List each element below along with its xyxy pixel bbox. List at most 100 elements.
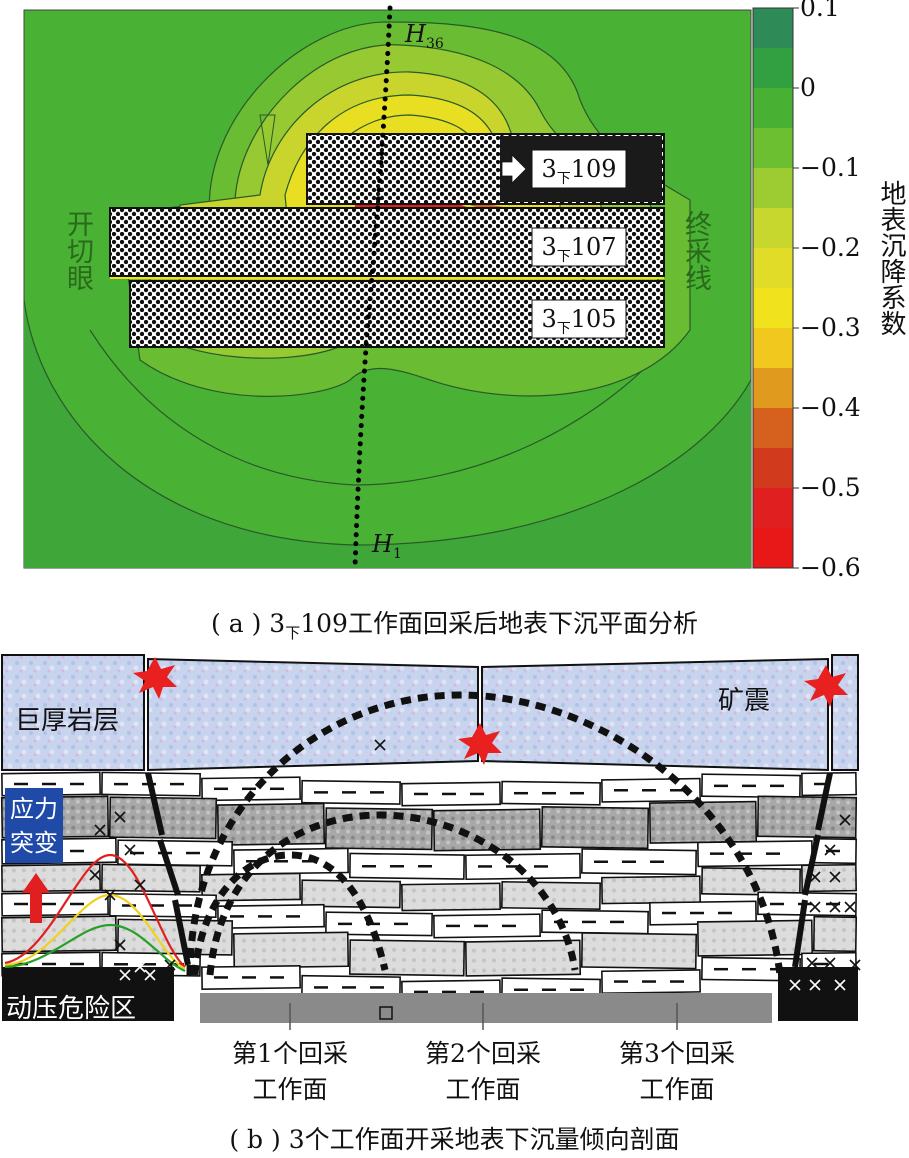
- rock-block: [701, 867, 801, 897]
- x-marker: [844, 901, 856, 913]
- face-label-109: 3下109: [541, 155, 617, 187]
- colorbar-tick-label: 0.1: [800, 0, 840, 22]
- face-label-box-105: [531, 299, 627, 339]
- colorbar-segment: [753, 128, 793, 169]
- x-marker: [119, 969, 131, 981]
- subsidence-contour-map: [23, 5, 799, 571]
- colorbar: [752, 7, 799, 569]
- colorbar-segment: [753, 168, 793, 209]
- thick-rock-left: [1, 654, 145, 771]
- face-label-3: 第3个回采工作面: [619, 1039, 735, 1104]
- fracture-arch-middle: [206, 811, 579, 976]
- stress-label: 应力 突变: [10, 795, 58, 857]
- rock-block: [540, 806, 650, 850]
- face-label-box-109: [531, 149, 627, 189]
- colorbar-segment: [753, 208, 793, 249]
- thick-rock-middle-right: [481, 657, 829, 772]
- quake-burst-icon: [458, 723, 502, 765]
- rock-block: [812, 915, 858, 953]
- danger-zone-left: [2, 967, 174, 1021]
- stress-up-arrow-icon: [22, 873, 50, 923]
- colorbar-segment: [753, 528, 793, 569]
- x-marker: [806, 957, 818, 969]
- fracture-edge: [792, 899, 808, 968]
- x-marker: [809, 979, 821, 991]
- face-label-box-107: [531, 227, 627, 267]
- colorbar-segment: [753, 8, 793, 49]
- rock-block: [696, 919, 814, 957]
- x-marker: [144, 969, 156, 981]
- rock-block: [101, 863, 201, 893]
- x-marker: [829, 871, 841, 883]
- colorbar-frame: [752, 7, 794, 569]
- colorbar-segment: [753, 288, 793, 329]
- point-h1-label: H1: [372, 530, 402, 562]
- danger-zone-label: 动压危险区: [6, 994, 137, 1024]
- x-marker: [839, 814, 851, 826]
- caption-b: ( b ) 3个工作面开采地表下沉量倾向剖面: [229, 1125, 680, 1154]
- colorbar-segment: [753, 48, 793, 89]
- rock-block: [581, 848, 697, 876]
- rock-block: [348, 939, 466, 977]
- advance-arrow-icon: [501, 154, 527, 184]
- colorbar-tick-label: −0.5: [800, 473, 861, 502]
- fracture-edge: [157, 839, 181, 896]
- danger-zone-right: [778, 967, 858, 1021]
- x-marker: [809, 901, 821, 913]
- face-label-2: 第2个回采工作面: [425, 1039, 541, 1104]
- rock-block: [1, 863, 101, 893]
- coal-face-marker: [379, 1006, 393, 1020]
- fracture-edge: [802, 834, 821, 896]
- fracture-edge: [815, 772, 833, 831]
- survey-line: [352, 5, 393, 571]
- quake-label: 矿震: [718, 686, 771, 716]
- rock-block: [801, 863, 857, 893]
- goaf-area: [200, 993, 772, 1023]
- x-marker: [89, 869, 101, 881]
- fracture-edge: [172, 899, 191, 966]
- colorbar-segment: [753, 88, 793, 129]
- cross-section-diagram: [0, 654, 861, 1030]
- face-label-107: 3下107: [541, 233, 617, 265]
- stress-label-box: [5, 788, 63, 863]
- colorbar-segment: [753, 368, 793, 409]
- x-marker: [134, 879, 146, 891]
- x-marker: [94, 824, 106, 836]
- colorbar-tick-label: −0.4: [800, 393, 861, 422]
- colorbar-tick-label: −0.6: [800, 553, 861, 582]
- x-marker: [374, 739, 386, 751]
- rock-block: [349, 852, 465, 880]
- colorbar-segment: [753, 408, 793, 449]
- x-marker: [789, 979, 801, 991]
- fracture-arch-outer: [186, 691, 784, 976]
- thick-rock-label: 巨厚岩层: [15, 706, 120, 736]
- x-marker: [849, 959, 861, 971]
- colorbar-tick-label: −0.1: [800, 153, 861, 182]
- contour-line: [89, 329, 681, 486]
- colorbar-tick-label: −0.2: [800, 233, 861, 262]
- x-marker: [809, 871, 821, 883]
- rock-block: [465, 852, 581, 881]
- colorbar-tick-label: 0: [800, 73, 816, 102]
- colorbar-segment: [753, 248, 793, 289]
- x-marker: [829, 901, 841, 913]
- colorbar-segment: [753, 448, 793, 489]
- colorbar-segment: [753, 328, 793, 369]
- x-marker: [114, 939, 126, 951]
- rock-block: [756, 795, 858, 839]
- x-marker: [104, 889, 116, 901]
- rock-block: [580, 932, 698, 970]
- contour-band: [24, 300, 751, 568]
- rock-block: [401, 882, 501, 912]
- rock-block: [432, 808, 542, 852]
- stress-curve-green: [4, 923, 186, 973]
- rock-block: [108, 796, 218, 840]
- x-marker: [824, 844, 836, 856]
- contour-line: [259, 114, 276, 166]
- x-marker: [114, 811, 126, 823]
- x-marker: [164, 959, 176, 971]
- rock-block: [232, 931, 350, 969]
- caption-a: ( a ) 3下109工作面回采后地表下沉平面分析: [211, 609, 698, 642]
- point-h36-label: H36: [405, 20, 444, 52]
